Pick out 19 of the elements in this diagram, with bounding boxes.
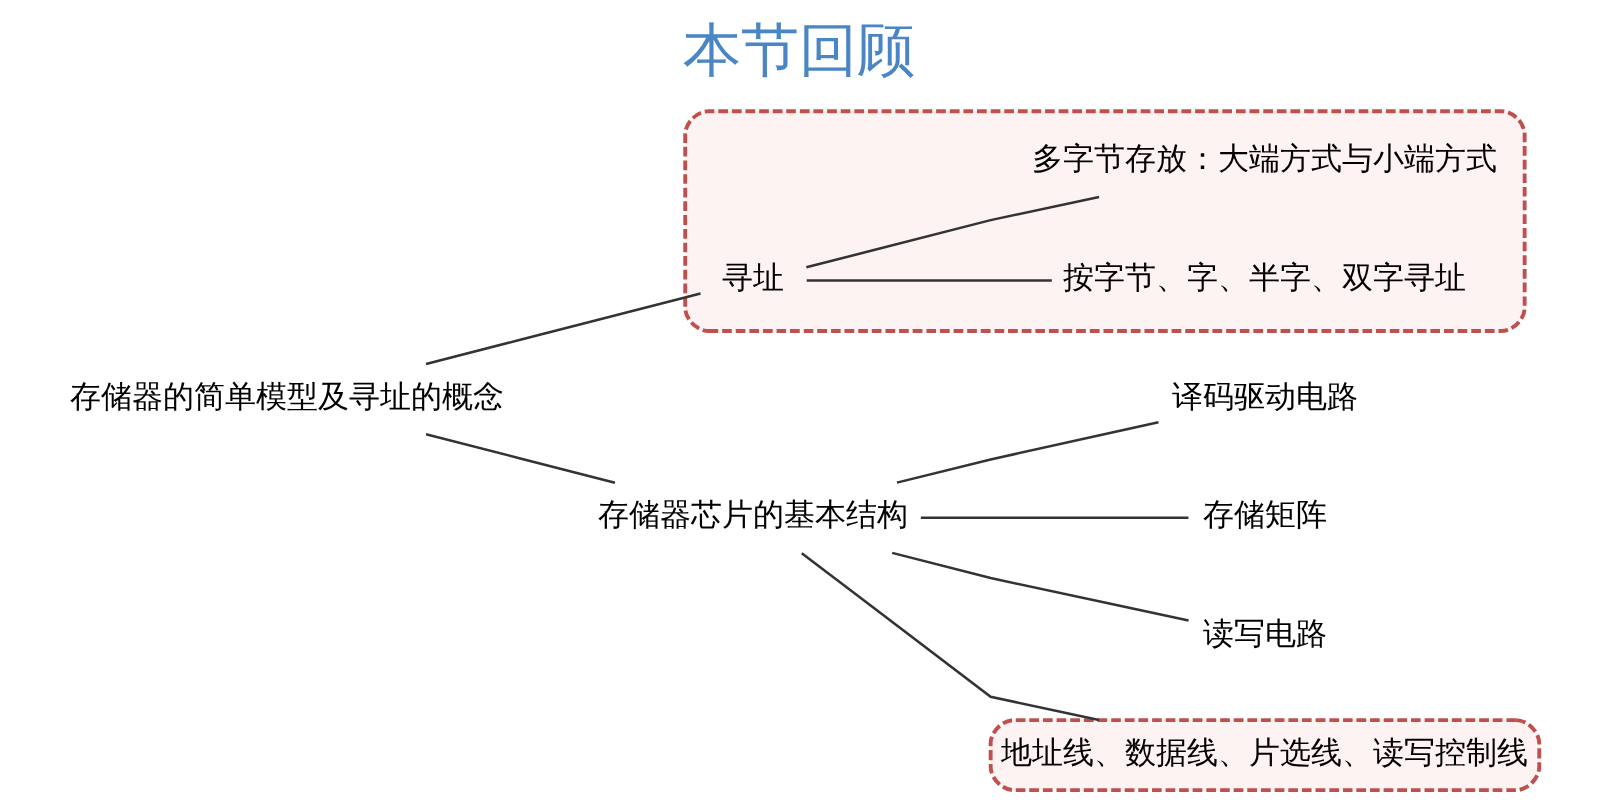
connector xyxy=(805,195,1099,269)
connector xyxy=(896,421,1159,484)
connector xyxy=(800,552,1099,722)
connector xyxy=(425,292,701,366)
node-text: 存储器芯片的基本结构 xyxy=(597,496,908,533)
node-box: 地址线、数据线、片选线、读写控制线 xyxy=(988,718,1541,793)
connector xyxy=(806,279,1052,282)
node-text: 读写电路 xyxy=(1202,614,1327,651)
node-text: 多字节存放：大端方式与小端方式 xyxy=(1031,140,1497,177)
node-text: 寻址 xyxy=(721,258,784,295)
node-text: 存储矩阵 xyxy=(1202,496,1327,533)
node-text: 译码驱动电路 xyxy=(1171,377,1358,414)
connector xyxy=(891,551,1189,622)
node-text: 按字节、字、半字、双字寻址 xyxy=(1062,258,1466,295)
cluster xyxy=(682,109,1527,333)
node-text: 存储器的简单模型及寻址的概念 xyxy=(69,377,504,414)
connector xyxy=(425,433,615,484)
diagram-title: 本节回顾 xyxy=(683,16,915,85)
connector xyxy=(920,516,1188,520)
